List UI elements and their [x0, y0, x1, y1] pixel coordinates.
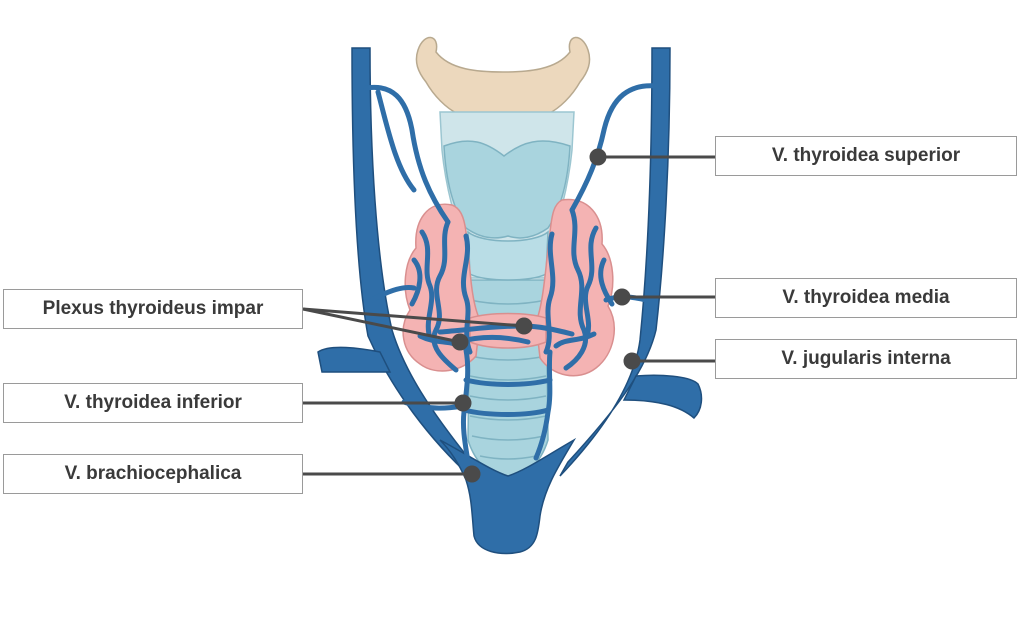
thyroid-isthmus	[470, 314, 546, 349]
hyoid-bone	[416, 37, 589, 114]
label-thyroidea-superior: V. thyroidea superior	[715, 136, 1017, 176]
label-plexus-thyroideus-impar: Plexus thyroideus impar	[3, 289, 303, 329]
right-subclavian-vein	[624, 375, 701, 418]
label-thyroidea-media: V. thyroidea media	[715, 278, 1017, 318]
label-jugularis-interna: V. jugularis interna	[715, 339, 1017, 379]
label-brachiocephalica: V. brachiocephalica	[3, 454, 303, 494]
label-thyroidea-inferior: V. thyroidea inferior	[3, 383, 303, 423]
